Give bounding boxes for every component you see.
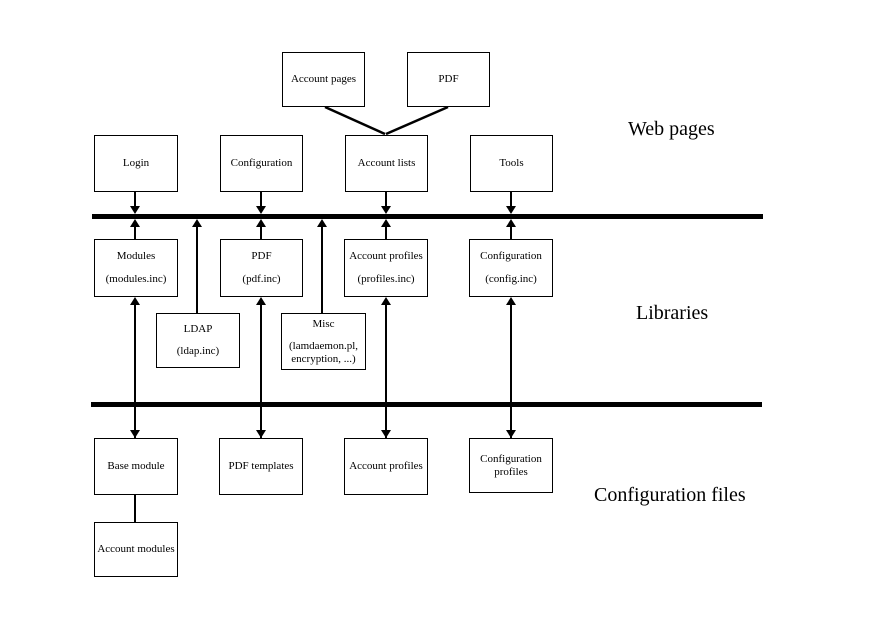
box-account-profiles-library-file: (profiles.inc) xyxy=(357,273,415,285)
box-configuration-profiles-label: Configuration profiles xyxy=(480,453,542,479)
box-account-profiles-files: Account profiles xyxy=(344,438,428,495)
box-account-pages: Account pages xyxy=(282,52,365,107)
box-configuration-page-label: Configuration xyxy=(230,157,293,169)
arrow-modules-base-module-line xyxy=(134,299,136,438)
box-pdf-templates-label: PDF templates xyxy=(228,460,294,472)
arrow-account-profiles-lib-files-down-head xyxy=(381,430,391,438)
box-configuration-profiles-line2: profiles xyxy=(494,465,528,478)
box-misc-library-file-line1: (lamdaemon.pl, xyxy=(288,340,359,352)
box-base-module: Base module xyxy=(94,438,178,495)
box-tools-label: Tools xyxy=(499,157,524,169)
box-modules-library-title: Modules xyxy=(116,250,156,262)
box-login-label: Login xyxy=(122,157,150,169)
arrow-login-to-divider-line xyxy=(134,192,136,207)
connector-account-pages-to-account-lists xyxy=(324,105,386,136)
box-ldap-library: LDAP (ldap.inc) xyxy=(156,313,240,368)
box-configuration-profiles-line1: Configuration xyxy=(480,452,542,465)
arrow-configuration-lib-to-divider-head xyxy=(506,219,516,227)
box-account-pages-label: Account pages xyxy=(290,73,357,85)
arrow-misc-to-divider-head xyxy=(317,219,327,227)
arrow-pdf-lib-to-divider-head xyxy=(256,219,266,227)
box-account-profiles-library-title: Account profiles xyxy=(349,250,423,262)
box-base-module-label: Base module xyxy=(107,460,165,472)
arrow-configuration-lib-to-divider-line xyxy=(510,226,512,239)
box-misc-library-files: (lamdaemon.pl, encryption, ...) xyxy=(289,340,358,366)
box-account-lists: Account lists xyxy=(345,135,428,192)
arrow-account-profiles-lib-to-divider-line xyxy=(385,226,387,239)
arrow-configuration-to-divider-line xyxy=(260,192,262,207)
box-account-profiles-files-label: Account profiles xyxy=(349,460,423,472)
arrow-account-lists-to-divider-head xyxy=(381,206,391,214)
arrow-misc-to-divider-line xyxy=(321,226,323,313)
box-misc-library-title: Misc xyxy=(312,318,335,330)
layer-label-libraries: Libraries xyxy=(636,302,709,324)
box-ldap-library-file: (ldap.inc) xyxy=(176,345,220,357)
box-misc-library-file-line2: encryption, ...) xyxy=(291,353,356,365)
arrow-login-to-divider-head xyxy=(130,206,140,214)
box-account-modules-label: Account modules xyxy=(97,543,175,555)
layer-divider-libraries-config xyxy=(91,402,762,407)
arrow-modules-to-divider-head xyxy=(130,219,140,227)
box-account-modules: Account modules xyxy=(94,522,178,577)
arrow-modules-to-divider-line xyxy=(134,226,136,239)
box-configuration-library-title: Configuration xyxy=(480,250,542,262)
box-pdf-library-title: PDF xyxy=(251,250,272,262)
box-modules-library: Modules (modules.inc) xyxy=(94,239,178,297)
box-pdf-page-label: PDF xyxy=(438,73,459,85)
arrow-account-lists-to-divider-line xyxy=(385,192,387,207)
box-pdf-library-file: (pdf.inc) xyxy=(242,273,281,285)
box-account-lists-label: Account lists xyxy=(357,157,416,169)
box-modules-library-file: (modules.inc) xyxy=(105,273,167,285)
layer-label-web-pages: Web pages xyxy=(628,118,715,140)
box-misc-library: Misc (lamdaemon.pl, encryption, ...) xyxy=(281,313,366,370)
box-configuration-page: Configuration xyxy=(220,135,303,192)
connector-pdf-to-account-lists xyxy=(385,105,449,136)
arrow-configuration-lib-profiles-line xyxy=(510,299,512,438)
arrow-ldap-to-divider-line xyxy=(196,226,198,313)
arrow-account-profiles-lib-to-divider-head xyxy=(381,219,391,227)
arrow-pdf-lib-pdf-templates-down-head xyxy=(256,430,266,438)
box-pdf-library: PDF (pdf.inc) xyxy=(220,239,303,297)
arrow-tools-to-divider-line xyxy=(510,192,512,207)
arrow-configuration-lib-profiles-down-head xyxy=(506,430,516,438)
arrow-pdf-lib-to-divider-line xyxy=(260,226,262,239)
box-account-profiles-library: Account profiles (profiles.inc) xyxy=(344,239,428,297)
box-login: Login xyxy=(94,135,178,192)
box-configuration-library-file: (config.inc) xyxy=(485,273,537,285)
arrow-modules-base-module-down-head xyxy=(130,430,140,438)
box-pdf-page: PDF xyxy=(407,52,490,107)
arrow-account-profiles-lib-files-line xyxy=(385,299,387,438)
box-configuration-profiles: Configuration profiles xyxy=(469,438,553,493)
arrow-ldap-to-divider-head xyxy=(192,219,202,227)
arrow-pdf-lib-pdf-templates-line xyxy=(260,299,262,438)
box-tools: Tools xyxy=(470,135,553,192)
box-pdf-templates: PDF templates xyxy=(219,438,303,495)
arrow-configuration-to-divider-head xyxy=(256,206,266,214)
layer-label-configuration-files: Configuration files xyxy=(594,484,746,506)
box-ldap-library-title: LDAP xyxy=(183,323,213,335)
layer-divider-web-libraries xyxy=(92,214,763,219)
arrow-tools-to-divider-head xyxy=(506,206,516,214)
connector-base-module-account-modules xyxy=(134,495,136,522)
box-configuration-library: Configuration (config.inc) xyxy=(469,239,553,297)
